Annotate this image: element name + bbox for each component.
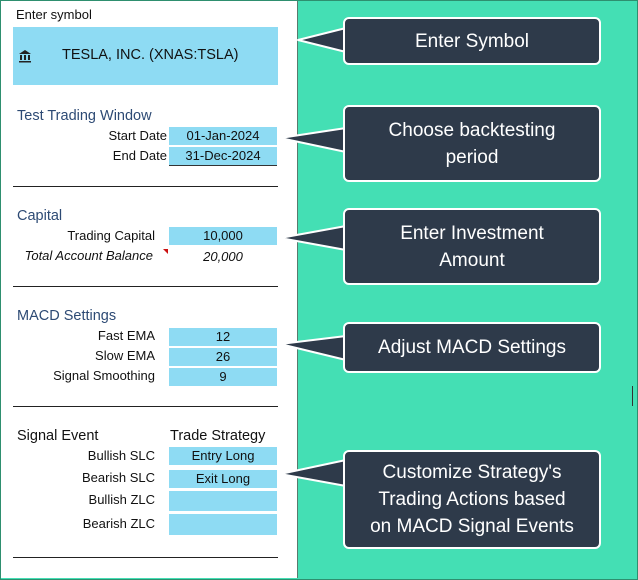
- signal-smoothing-label: Signal Smoothing: [53, 368, 155, 383]
- callout-macd-settings: Adjust MACD Settings: [343, 322, 601, 373]
- divider: [13, 557, 278, 558]
- callout-line: Enter Investment: [400, 222, 544, 244]
- signal-event-label: Bearish SLC: [82, 470, 155, 485]
- comment-indicator: [163, 249, 168, 254]
- slow-ema-label: Slow EMA: [95, 348, 155, 363]
- callout-line: Adjust MACD Settings: [378, 337, 566, 358]
- signal-smoothing-input[interactable]: 9: [169, 368, 277, 386]
- fast-ema-input[interactable]: 12: [169, 328, 277, 346]
- symbol-input[interactable]: TESLA, INC. (XNAS:TSLA): [13, 27, 278, 85]
- signal-event-label: Bullish ZLC: [88, 492, 155, 507]
- macd-header: MACD Settings: [17, 308, 117, 324]
- trade-action-select[interactable]: [169, 491, 277, 511]
- end-date-label: End Date: [112, 148, 167, 163]
- trade-strategy-header: Trade Strategy: [170, 428, 266, 444]
- window-header: Test Trading Window: [17, 108, 152, 124]
- callout-investment-amount: Enter Investment Amount: [343, 208, 601, 285]
- start-date-label: Start Date: [108, 128, 167, 143]
- callout-line: period: [445, 146, 499, 168]
- start-date-input[interactable]: 01-Jan-2024: [169, 127, 277, 145]
- callout-backtesting-period: Choose backtesting period: [343, 105, 601, 182]
- end-date-input[interactable]: 31-Dec-2024: [169, 147, 277, 166]
- trade-action-select[interactable]: Entry Long: [169, 447, 277, 465]
- trade-action-select[interactable]: Exit Long: [169, 470, 277, 488]
- symbol-label: Enter symbol: [16, 7, 92, 22]
- total-balance-value: 20,000: [203, 249, 243, 264]
- divider: [632, 386, 633, 406]
- divider: [13, 406, 278, 407]
- divider: [13, 186, 278, 187]
- trading-capital-input[interactable]: 10,000: [169, 227, 277, 245]
- divider: [13, 286, 278, 287]
- signal-event-header: Signal Event: [17, 428, 99, 444]
- capital-header: Capital: [17, 208, 63, 224]
- callout-strategy: Customize Strategy's Trading Actions bas…: [343, 450, 601, 549]
- callout-line: Amount: [439, 249, 505, 271]
- settings-panel: Enter symbol TESLA, INC. (XNAS:TSLA) Tes…: [1, 1, 298, 578]
- callout-line: Choose backtesting: [388, 119, 556, 141]
- callout-line: Customize Strategy's: [382, 462, 562, 483]
- total-balance-label: Total Account Balance: [24, 248, 153, 263]
- signal-event-label: Bearish ZLC: [82, 516, 155, 531]
- symbol-value: TESLA, INC. (XNAS:TSLA): [62, 47, 239, 63]
- trading-capital-label: Trading Capital: [67, 228, 155, 243]
- callout-enter-symbol: Enter Symbol: [343, 17, 601, 65]
- callout-line: on MACD Signal Events: [370, 516, 574, 537]
- signal-event-label: Bullish SLC: [87, 448, 155, 463]
- trade-action-select[interactable]: [169, 514, 277, 535]
- callout-line: Trading Actions based: [378, 489, 566, 510]
- slow-ema-input[interactable]: 26: [169, 348, 277, 366]
- callout-line: Enter Symbol: [414, 30, 530, 52]
- bank-icon: [19, 50, 31, 63]
- fast-ema-label: Fast EMA: [97, 328, 155, 343]
